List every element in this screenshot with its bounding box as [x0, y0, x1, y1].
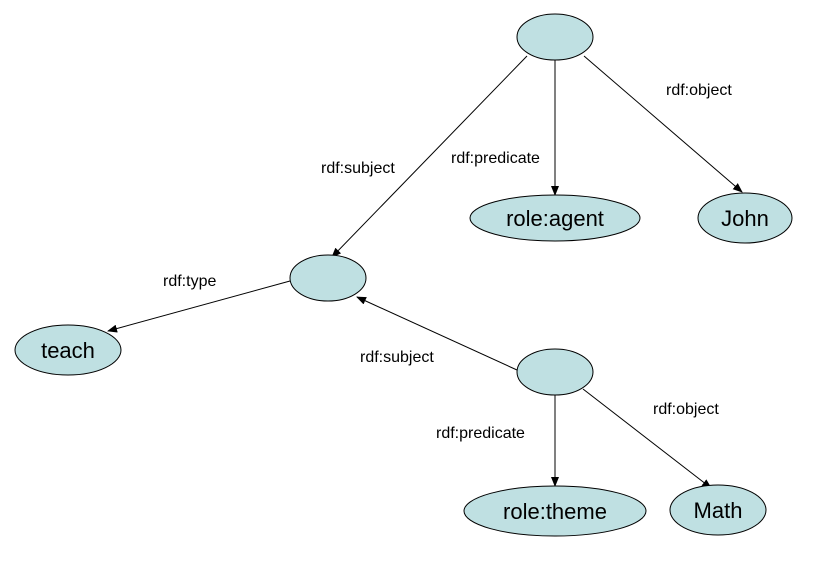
edge-statement-2-subject — [356, 296, 518, 371]
math-label: Math — [694, 498, 743, 523]
edge-event-type — [107, 280, 291, 333]
edge-label-statement-2-object: rdf:object — [653, 401, 719, 418]
john-label: John — [721, 206, 769, 231]
edge-statement-1-object — [583, 55, 743, 193]
john-node — [697, 192, 793, 244]
edge-label-event-type: rdf:type — [163, 273, 216, 290]
edge-statement-1-subject — [331, 55, 528, 258]
edge-label-statement-2-predicate: rdf:predicate — [436, 425, 525, 442]
statement-2-node — [516, 348, 594, 396]
role-theme-node — [463, 485, 647, 537]
edge-label-statement-1-subject: rdf:subject — [321, 160, 395, 177]
edge-label-statement-2-subject: rdf:subject — [360, 349, 434, 366]
statement-1-node — [516, 13, 594, 61]
role-agent-label: role:agent — [506, 206, 604, 231]
teach-event-node — [289, 254, 367, 302]
teach-label: teach — [41, 338, 95, 363]
role-agent-node — [469, 194, 641, 242]
math-node — [669, 484, 767, 536]
role-theme-label: role:theme — [503, 499, 607, 524]
edge-label-statement-1-object: rdf:object — [666, 82, 732, 99]
edge-statement-2-object — [582, 388, 712, 489]
teach-node — [14, 324, 122, 376]
edge-label-statement-1-predicate: rdf:predicate — [451, 150, 540, 167]
